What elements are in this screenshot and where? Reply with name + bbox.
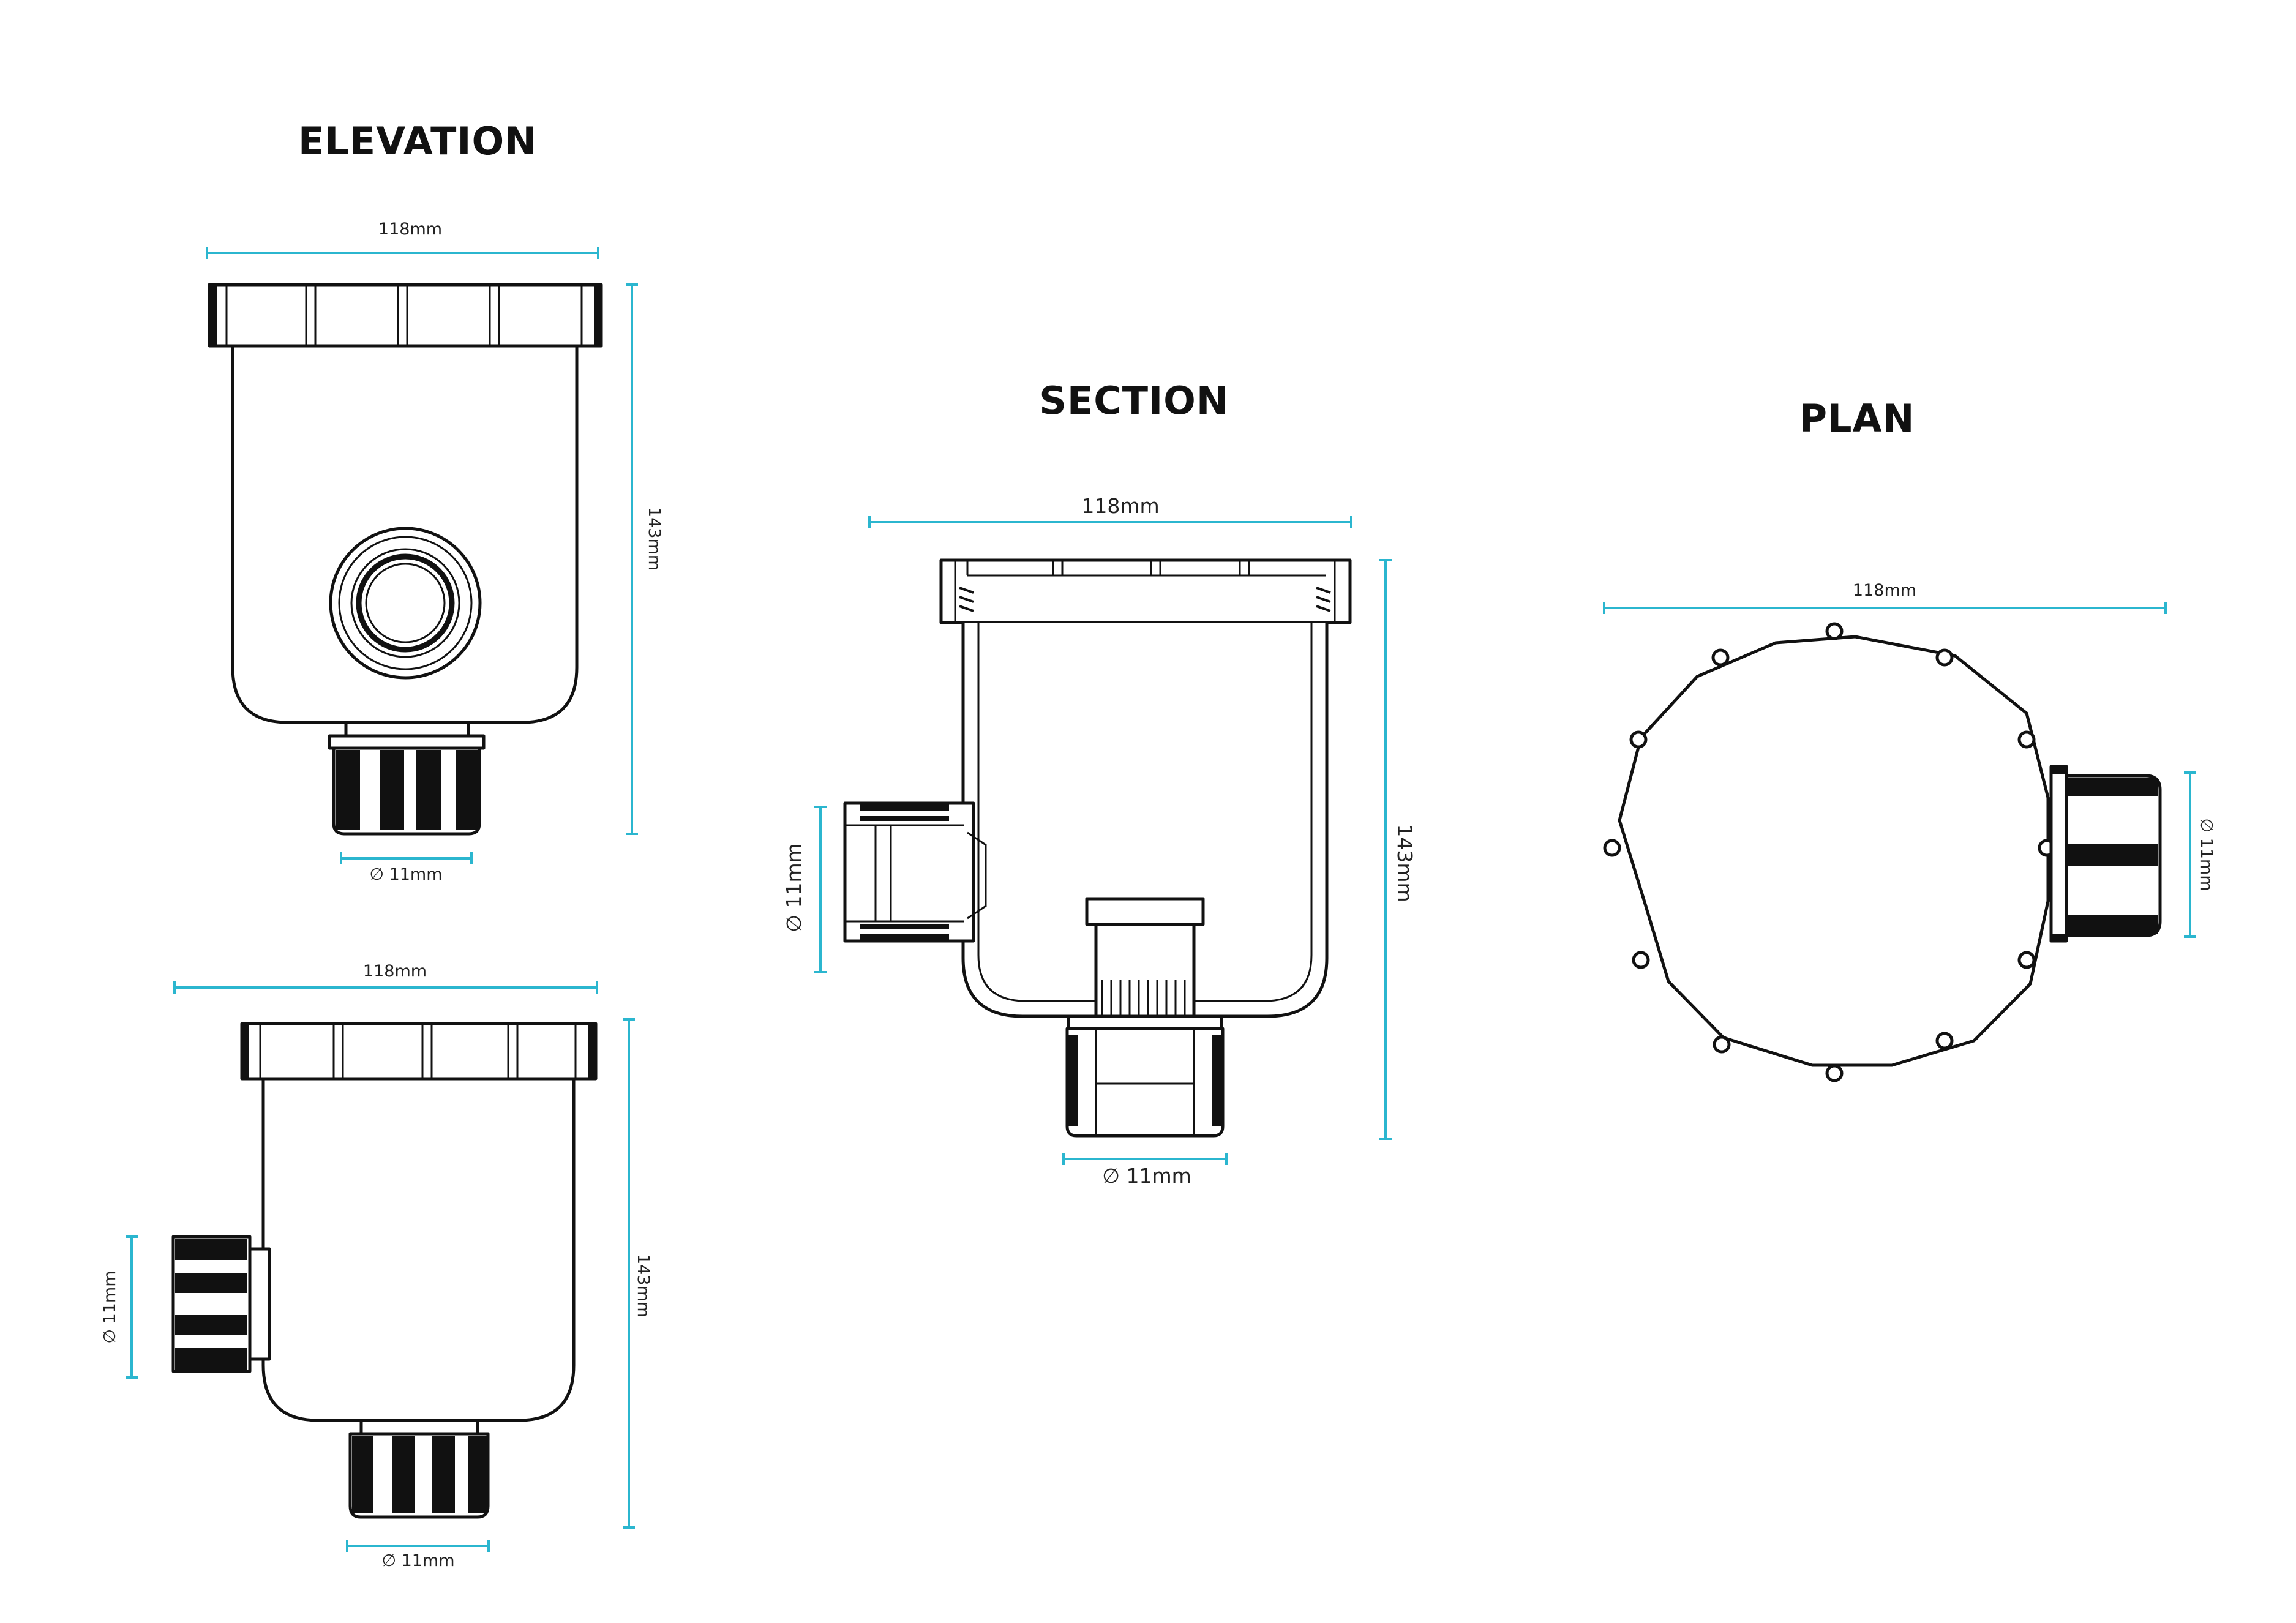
elevation-front-view: [208, 283, 603, 836]
dim-height-label-section: 143mm: [1393, 824, 1417, 902]
elevation-front-height-dimension: 143mm: [626, 283, 664, 835]
dim-diameter-label: ∅ 11mm: [369, 865, 442, 884]
dim-height-label: 143mm: [645, 507, 664, 571]
title-section: SECTION: [1039, 378, 1228, 423]
dim-width-label-2: 118mm: [363, 962, 427, 981]
dim-width-label-section: 118mm: [1081, 494, 1159, 518]
dim-diameter-label-plan: ∅ 11mm: [2197, 818, 2216, 891]
elevation-front-diameter-dimension: ∅ 11mm: [340, 852, 473, 884]
dim-width-label-plan: 118mm: [1853, 581, 1916, 600]
section-side-diameter-dimension: ∅ 11mm: [782, 806, 827, 973]
section-width-dimension: 118mm: [868, 494, 1352, 528]
elevation-side-width-dimension: 118mm: [173, 962, 598, 994]
section-view: [843, 558, 1352, 1138]
plan-diameter-dimension: ∅ 11mm: [2184, 771, 2216, 938]
dim-diameter-label-3: ∅ 11mm: [381, 1551, 454, 1570]
elevation-side-height-dimension: 143mm: [623, 1018, 653, 1529]
title-elevation: ELEVATION: [298, 119, 537, 163]
dim-width-label: 118mm: [378, 220, 442, 239]
dim-diameter-label-2: ∅ 11mm: [100, 1270, 119, 1343]
elevation-side-bottom-diameter-dimension: ∅ 11mm: [346, 1540, 490, 1570]
elevation-front-width-dimension: 118mm: [206, 220, 599, 259]
elevation-side-view: [171, 1022, 598, 1519]
plan-view: [1603, 622, 2162, 1082]
elevation-side-diameter-dimension: ∅ 11mm: [100, 1235, 138, 1379]
title-plan: PLAN: [1799, 396, 1915, 441]
dim-diameter-label-section-side: ∅ 11mm: [782, 843, 806, 932]
section-height-dimension: 143mm: [1379, 559, 1417, 1140]
dim-height-label-2: 143mm: [634, 1254, 653, 1318]
dim-diameter-label-section-bottom: ∅ 11mm: [1102, 1164, 1191, 1188]
plan-width-dimension: 118mm: [1603, 581, 2167, 614]
section-bottom-diameter-dimension: ∅ 11mm: [1062, 1153, 1228, 1188]
